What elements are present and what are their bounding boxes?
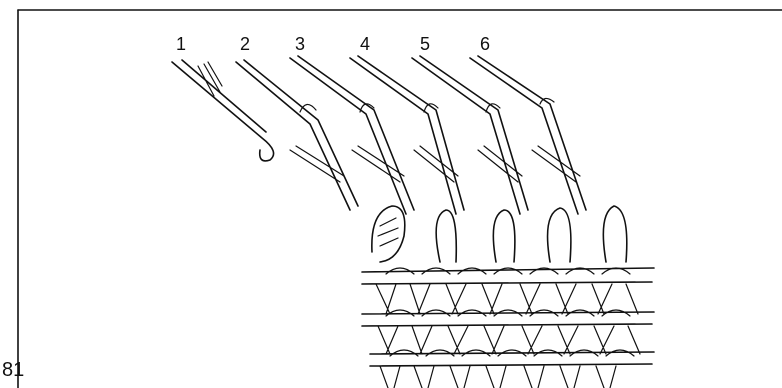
hook-step-4 <box>350 56 464 214</box>
hook-step-3 <box>290 56 414 214</box>
hook-step-5 <box>412 56 528 214</box>
hook-step-1 <box>172 60 274 161</box>
knitted-fabric <box>362 268 654 388</box>
step-labels: 1 2 3 4 5 6 <box>176 34 490 54</box>
step-label-2: 2 <box>240 34 250 54</box>
step-label-1: 1 <box>176 34 186 54</box>
hook-step-6 <box>470 56 586 214</box>
step-label-5: 5 <box>420 34 430 54</box>
hook-step-2 <box>236 60 358 210</box>
step-label-4: 4 <box>360 34 370 54</box>
step-label-6: 6 <box>480 34 490 54</box>
live-loops <box>372 206 627 262</box>
step-label-3: 3 <box>295 34 305 54</box>
figure-number: 81 <box>2 360 24 380</box>
